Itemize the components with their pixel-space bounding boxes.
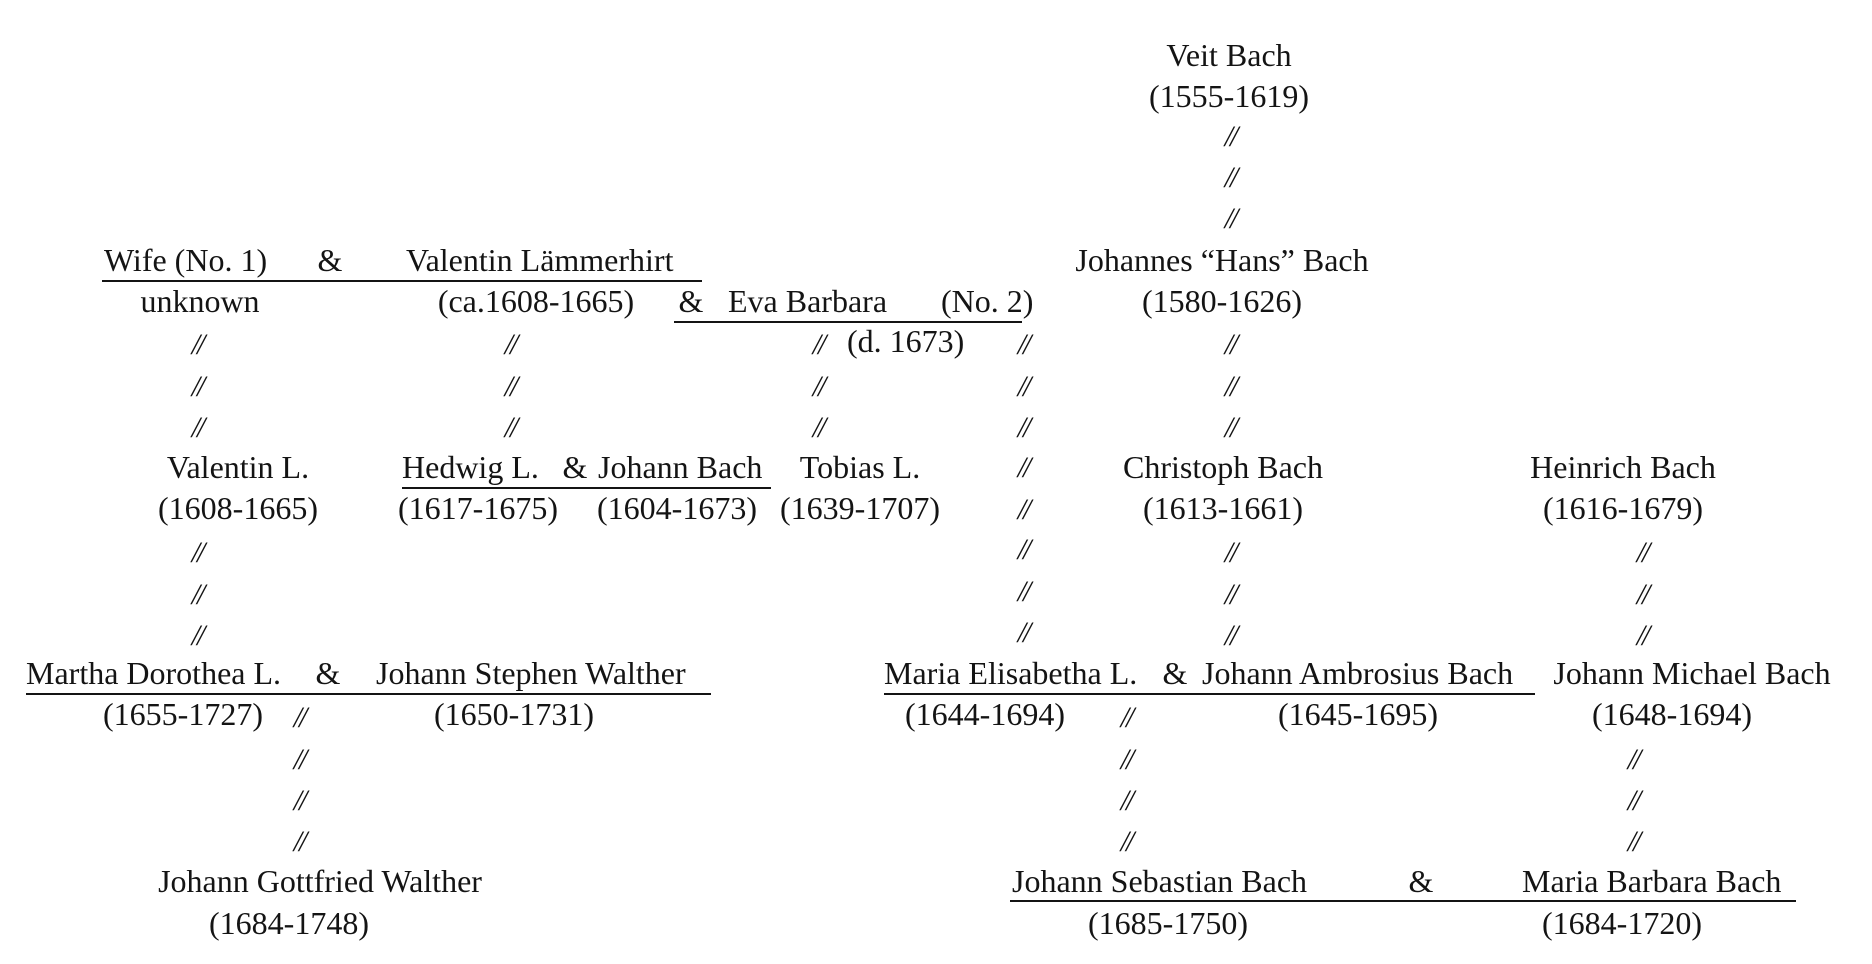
link-michael-barbara-1: // (1627, 743, 1642, 776)
link-eva-maria-elisabetha-8: // (1017, 616, 1032, 649)
hedwig-underline (402, 487, 771, 489)
link-michael-barbara-2: // (1627, 784, 1642, 817)
link-ambrosius-sebastian-1: // (1120, 701, 1135, 734)
link-eva-tobias-1: // (812, 328, 827, 361)
link-wife1-valentin-l-2: // (191, 370, 206, 403)
johann-bach-name: Johann Bach (598, 449, 763, 485)
link-ambrosius-sebastian-4: // (1120, 825, 1135, 858)
link-heinrich-michael-3: // (1636, 619, 1651, 652)
christoph-dates: (1613-1661) (1143, 490, 1303, 526)
link-heinrich-michael-2: // (1636, 578, 1651, 611)
maria-ambrosius-underline (884, 693, 1535, 695)
johann-bach-dates: (1604-1673) (597, 490, 757, 526)
link-eva-maria-elisabetha-1: // (1017, 328, 1032, 361)
stephen-name: Johann Stephen Walther (376, 655, 686, 691)
marriage-sebastian-barbara: & (1408, 863, 1434, 899)
maria-barbara-dates: (1684-1720) (1542, 905, 1702, 941)
link-valentin-hedwig-2: // (504, 370, 519, 403)
gottfried-name: Johann Gottfried Walther (158, 863, 482, 899)
martha-stephen-underline (26, 693, 711, 695)
sebastian-name: Johann Sebastian Bach (1012, 863, 1308, 899)
heinrich-dates: (1616-1679) (1543, 490, 1703, 526)
link-ambrosius-sebastian-2: // (1120, 743, 1135, 776)
michael-name: Johann Michael Bach (1553, 655, 1831, 691)
eva-barbara-name: Eva Barbara (728, 283, 888, 319)
ambrosius-dates: (1645-1695) (1278, 696, 1438, 732)
eva-barbara-label: (No. 2) (941, 283, 1034, 319)
valentin-lammerhirt-dates: (ca.1608-1665) (437, 283, 635, 319)
link-eva-maria-elisabetha-3: // (1017, 411, 1032, 444)
link-christoph-ambrosius-1: // (1224, 536, 1239, 569)
link-valentin-hedwig-3: // (504, 411, 519, 444)
link-valentin-martha-1: // (191, 536, 206, 569)
link-heinrich-michael-1: // (1636, 536, 1651, 569)
gottfried-dates: (1684-1748) (209, 905, 369, 941)
tobias-dates: (1639-1707) (780, 490, 940, 526)
maria-elisabetha-dates: (1644-1694) (905, 696, 1065, 732)
link-hans-christoph-3: // (1224, 411, 1239, 444)
link-veit-hans-3: // (1224, 202, 1239, 235)
link-martha-gottfried-3: // (293, 784, 308, 817)
maria-elisabetha-name: Maria Elisabetha L. (884, 655, 1138, 691)
heinrich-name: Heinrich Bach (1530, 449, 1716, 485)
martha-dates: (1655-1727) (103, 696, 263, 732)
marriage-martha-stephen: & (315, 655, 341, 691)
tobias-name: Tobias L. (799, 449, 921, 485)
link-christoph-ambrosius-3: // (1224, 619, 1239, 652)
eva-barbara-dates: (d. 1673) (847, 323, 965, 359)
marriage-maria-ambrosius: & (1162, 655, 1188, 691)
link-eva-maria-elisabetha-4: // (1017, 451, 1032, 484)
wife1-underline (102, 280, 702, 282)
link-veit-hans-2: // (1224, 161, 1239, 194)
link-valentin-martha-3: // (191, 619, 206, 652)
wife1-dates: unknown (140, 283, 260, 319)
sebastian-dates: (1685-1750) (1088, 905, 1248, 941)
link-wife1-valentin-l-1: // (191, 328, 206, 361)
marriage-wife1-valentin: & (317, 242, 343, 278)
link-eva-tobias-2: // (812, 370, 827, 403)
link-eva-tobias-3: // (812, 411, 827, 444)
link-eva-maria-elisabetha-7: // (1017, 575, 1032, 608)
link-hans-christoph-2: // (1224, 370, 1239, 403)
christoph-name: Christoph Bach (1123, 449, 1323, 485)
valentin-l-name: Valentin L. (166, 449, 310, 485)
maria-barbara-name: Maria Barbara Bach (1522, 863, 1782, 899)
link-veit-hans-1: // (1224, 120, 1239, 153)
link-eva-maria-elisabetha-5: // (1017, 493, 1032, 526)
stephen-dates: (1650-1731) (434, 696, 594, 732)
link-martha-gottfried-4: // (293, 825, 308, 858)
michael-dates: (1648-1694) (1592, 696, 1752, 732)
sebastian-barbara-underline (1010, 900, 1796, 902)
link-wife1-valentin-l-3: // (191, 411, 206, 444)
veit-bach-dates: (1555-1619) (1149, 78, 1309, 114)
hedwig-dates: (1617-1675) (398, 490, 558, 526)
veit-bach-name: Veit Bach (1166, 37, 1292, 73)
hedwig-name: Hedwig L. (402, 449, 539, 485)
marriage-hedwig-johann: & (562, 449, 588, 485)
link-martha-gottfried-1: // (293, 701, 308, 734)
hans-bach-name: Johannes “Hans” Bach (1075, 242, 1369, 278)
ambrosius-name: Johann Ambrosius Bach (1202, 655, 1514, 691)
valentin-l-dates: (1608-1665) (158, 490, 318, 526)
link-valentin-martha-2: // (191, 578, 206, 611)
valentin-lammerhirt-name: Valentin Lämmerhirt (406, 242, 674, 278)
link-valentin-hedwig-1: // (504, 328, 519, 361)
martha-name: Martha Dorothea L. (26, 655, 282, 691)
link-eva-maria-elisabetha-6: // (1017, 533, 1032, 566)
link-eva-maria-elisabetha-2: // (1017, 370, 1032, 403)
link-hans-christoph-1: // (1224, 328, 1239, 361)
eva-barbara-underline (674, 321, 1022, 323)
link-michael-barbara-3: // (1627, 825, 1642, 858)
marriage-valentin-eva: & (678, 283, 704, 319)
wife1-name: Wife (No. 1) (104, 242, 268, 278)
link-martha-gottfried-2: // (293, 743, 308, 776)
hans-bach-dates: (1580-1626) (1142, 283, 1302, 319)
link-ambrosius-sebastian-3: // (1120, 784, 1135, 817)
link-christoph-ambrosius-2: // (1224, 578, 1239, 611)
